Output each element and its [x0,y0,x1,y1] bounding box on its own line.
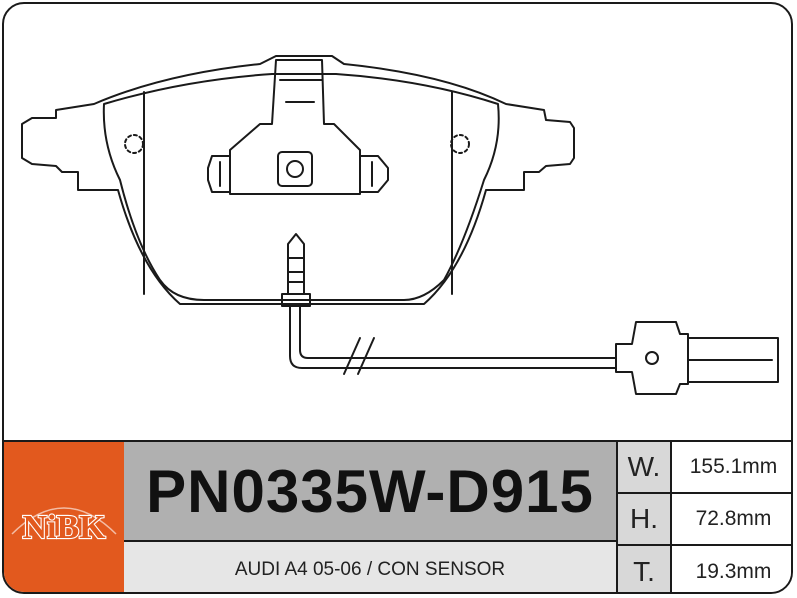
brake-pad-diagram [21,55,779,395]
spec-table: NiBK PN0335W-D915 AUDI A4 05-06 / CON SE… [4,440,791,592]
width-value: 155.1mm [672,442,791,494]
left-clip-ear [207,155,231,193]
friction-material-outline [102,73,500,301]
width-label: W. [618,442,672,494]
thickness-value: 19.3mm [672,546,791,592]
height-label: H. [618,494,672,546]
clip-center-hole [286,160,304,178]
brake-pad-drawing [4,4,791,440]
brand-logo-text: NiBK [22,509,106,546]
brand-logo: NiBK [11,507,117,547]
wire-break-marks [343,337,375,375]
height-value: 72.8mm [672,494,791,546]
thickness-label: T. [618,546,672,592]
backing-plate-outline [21,55,575,305]
sensor-probe [287,233,305,295]
sensor-connector [615,321,689,395]
part-number: PN0335W-D915 [124,442,618,542]
sensor-wire [289,305,617,369]
right-dashed-hole [450,134,470,154]
sensor-collar [281,293,311,307]
left-dashed-hole [124,134,144,154]
right-clip-ear [359,155,389,193]
connector-hole [645,351,659,365]
vehicle-application: AUDI A4 05-06 / CON SENSOR [124,542,618,592]
clip-square [277,151,313,187]
center-tab [229,59,361,195]
brand-logo-panel: NiBK [4,442,126,592]
